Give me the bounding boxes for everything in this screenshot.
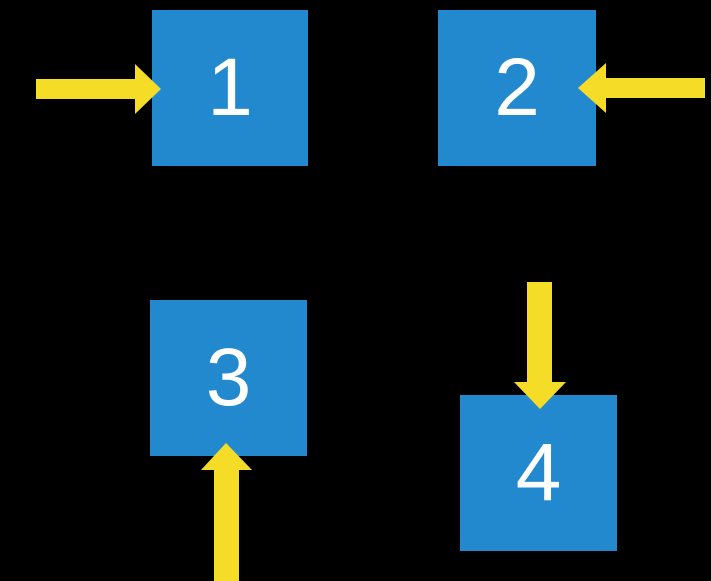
arrow-up-into-box-3-icon[interactable] bbox=[201, 443, 252, 581]
node-box-1[interactable]: 1 bbox=[152, 10, 308, 166]
arrow-left-into-box-2-icon[interactable] bbox=[578, 63, 705, 113]
node-box-4-label: 4 bbox=[515, 427, 562, 518]
node-box-1-label: 1 bbox=[207, 42, 253, 133]
arrow-down-into-box-4-icon[interactable] bbox=[514, 282, 566, 409]
node-box-4[interactable]: 4 bbox=[460, 395, 617, 551]
node-box-3[interactable]: 3 bbox=[150, 300, 307, 456]
node-box-3-label: 3 bbox=[205, 332, 252, 423]
node-box-2-label: 2 bbox=[494, 42, 540, 133]
node-box-2[interactable]: 2 bbox=[438, 10, 596, 166]
arrow-right-into-box-1-icon[interactable] bbox=[36, 64, 161, 114]
